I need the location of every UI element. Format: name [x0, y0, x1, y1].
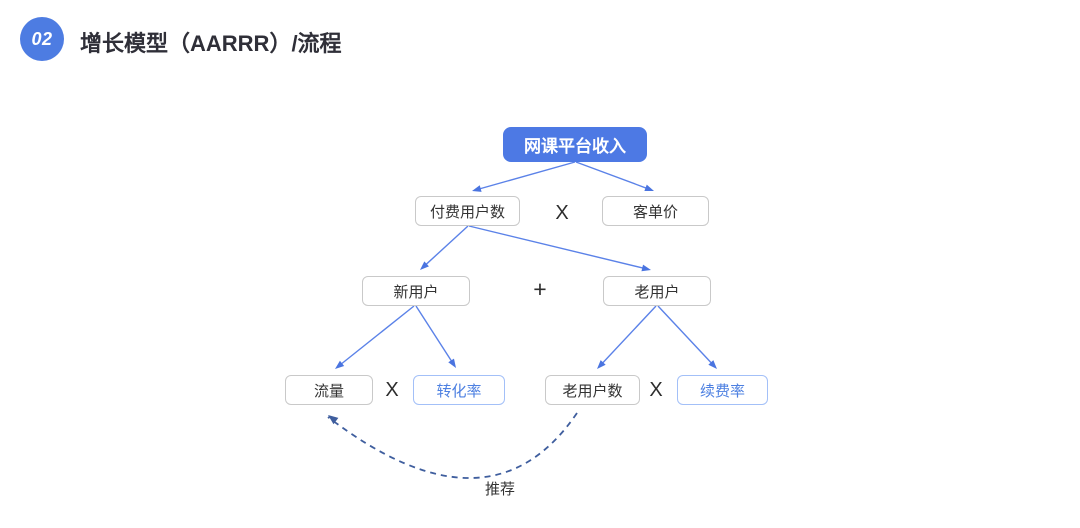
node-renewal-rate: 续费率: [677, 375, 768, 405]
section-number: 02: [31, 28, 53, 49]
node-traffic: 流量: [285, 375, 373, 405]
node-conversion-rate: 转化率: [413, 375, 505, 405]
feedback-label: 推荐: [484, 481, 515, 498]
node-returning-users: 老用户: [603, 276, 711, 306]
node-price-per-order: 客单价: [602, 196, 709, 226]
node-new-users: 新用户: [362, 276, 470, 306]
section-number-badge: 02: [20, 17, 64, 61]
page-title: 增长模型（AARRR）/流程: [80, 31, 342, 56]
operator-multiply-right: X: [649, 378, 663, 401]
operator-multiply-left: X: [385, 378, 399, 401]
node-revenue: 网课平台收入: [503, 127, 647, 162]
node-paying-users: 付费用户数: [415, 196, 520, 226]
node-returning-user-count: 老用户数: [545, 375, 640, 405]
operator-plus: +: [533, 275, 547, 302]
operator-multiply-top: X: [555, 201, 569, 224]
